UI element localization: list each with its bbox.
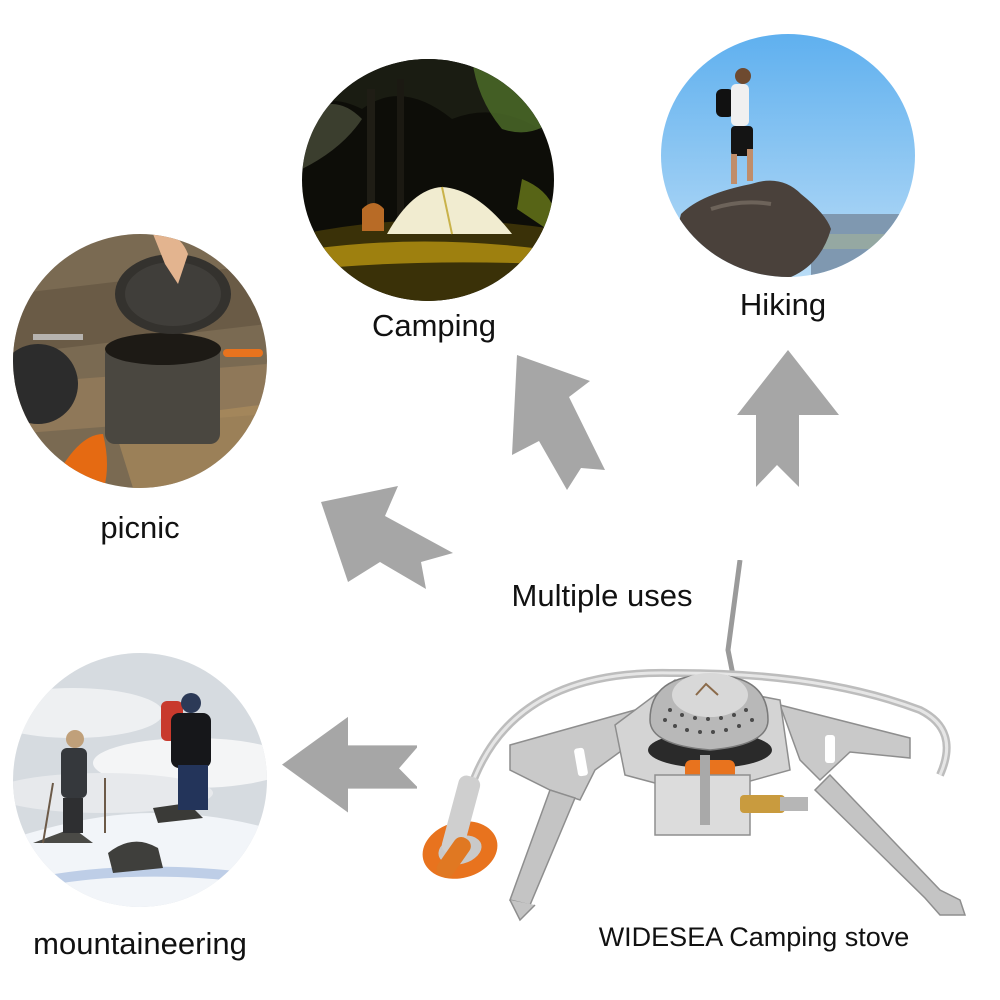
camping-label: Camping <box>371 308 497 343</box>
picnic-photo <box>13 234 267 488</box>
hiking-photo <box>661 34 915 277</box>
hiking-label: Hiking <box>739 287 827 322</box>
arrow-to-camping-icon <box>512 355 605 490</box>
mountaineering-photo <box>13 653 267 907</box>
arrow-to-mountaineering-icon <box>282 716 417 813</box>
arrow-to-picnic-icon <box>321 486 453 589</box>
product-caption: WIDESEA Camping stove <box>598 922 910 952</box>
camping-stove-photo <box>422 560 967 922</box>
picnic-label: picnic <box>100 510 180 545</box>
mountaineering-label: mountaineering <box>33 926 247 961</box>
arrow-to-hiking-icon <box>737 350 839 487</box>
camping-photo <box>302 59 554 301</box>
multiple-uses-caption: Multiple uses <box>511 578 693 613</box>
